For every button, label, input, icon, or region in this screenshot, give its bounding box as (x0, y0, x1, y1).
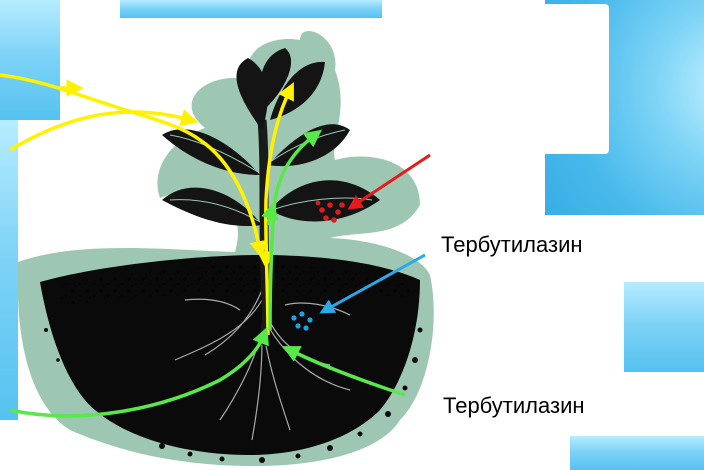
label-terbutylazine-lower: Тербутилазин (443, 393, 585, 419)
label-terbutylazine-upper: Тербутилазин (441, 232, 583, 258)
